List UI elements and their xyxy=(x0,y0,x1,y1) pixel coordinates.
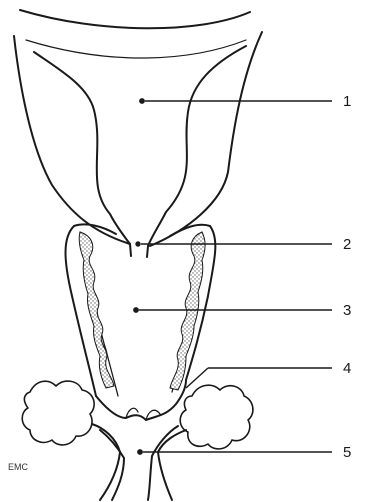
internal-os-edge xyxy=(147,246,148,257)
callout-label-2: 2 xyxy=(343,236,351,253)
callout-point xyxy=(136,242,140,246)
callout-point xyxy=(140,99,144,103)
callout-5 xyxy=(138,450,332,454)
uterine-body-outer xyxy=(14,36,130,244)
callout-point xyxy=(134,308,138,312)
nabothian-cyst-left xyxy=(22,381,94,445)
internal-os-edge xyxy=(130,244,131,256)
uterine-cavity-wall xyxy=(34,52,130,244)
nabothian-cyst-right xyxy=(180,385,253,449)
callout-label-4: 4 xyxy=(343,360,351,377)
uterus-top-line xyxy=(20,10,250,28)
cervix-shoulder xyxy=(170,225,210,236)
callout-label-5: 5 xyxy=(343,444,351,461)
corner-mark: ЕМС xyxy=(8,462,29,472)
endocervical-crypts xyxy=(170,232,205,390)
callout-label-3: 3 xyxy=(343,302,351,319)
callout-label-1: 1 xyxy=(343,93,351,110)
uterus-top-inner-line xyxy=(26,40,246,58)
vaginal-wall xyxy=(100,430,124,500)
callout-point xyxy=(138,450,142,454)
uterine-body-outer xyxy=(150,32,262,246)
callout-1 xyxy=(140,99,332,103)
endocervical-crypts xyxy=(79,232,114,388)
callout-3 xyxy=(134,308,332,312)
callout-2 xyxy=(136,242,332,246)
